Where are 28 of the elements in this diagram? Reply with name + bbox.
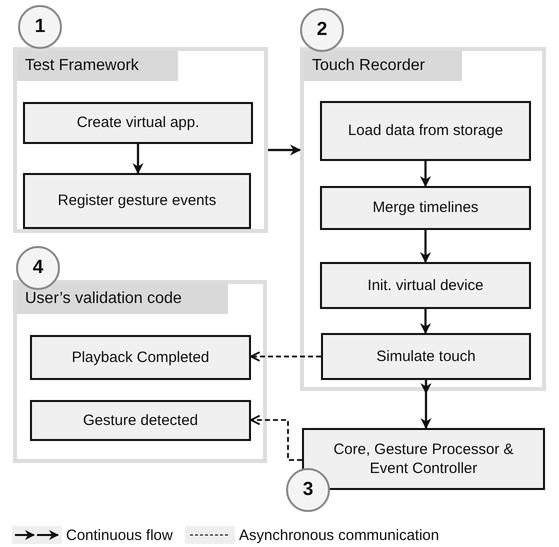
legend-label: Asynchronous communication	[239, 526, 440, 544]
arrow	[420, 309, 431, 334]
panel-heading: Touch Recorder	[304, 51, 462, 81]
process-box: Simulate touch	[321, 333, 531, 380]
panel-heading: User’s validation code	[17, 284, 228, 314]
arrow	[420, 230, 431, 264]
process-box: Gesture detected	[30, 400, 251, 441]
panel-heading: Test Framework	[17, 51, 178, 81]
number-badge: 2	[300, 8, 344, 52]
process-box: Merge timelines	[320, 186, 531, 230]
legend-label: Continuous flow	[66, 526, 173, 544]
dashed-arrow	[250, 351, 321, 362]
arrow	[268, 144, 302, 156]
arrow	[420, 161, 431, 188]
group-panel	[13, 47, 268, 233]
dashed-arrow	[250, 414, 302, 461]
arrow	[132, 144, 144, 174]
process-box: Playback Completed	[30, 335, 251, 380]
process-box: Create virtual app.	[23, 102, 253, 144]
group-panel	[300, 47, 546, 391]
group-panel	[13, 280, 267, 463]
process-box: Register gesture events	[23, 173, 251, 229]
number-badge: 3	[286, 468, 330, 512]
number-badge: 1	[18, 5, 62, 49]
arrow	[420, 380, 432, 428]
process-box: Init. virtual device	[320, 262, 531, 309]
number-badge: 4	[16, 246, 60, 290]
process-box: Load data from storage	[320, 101, 531, 161]
